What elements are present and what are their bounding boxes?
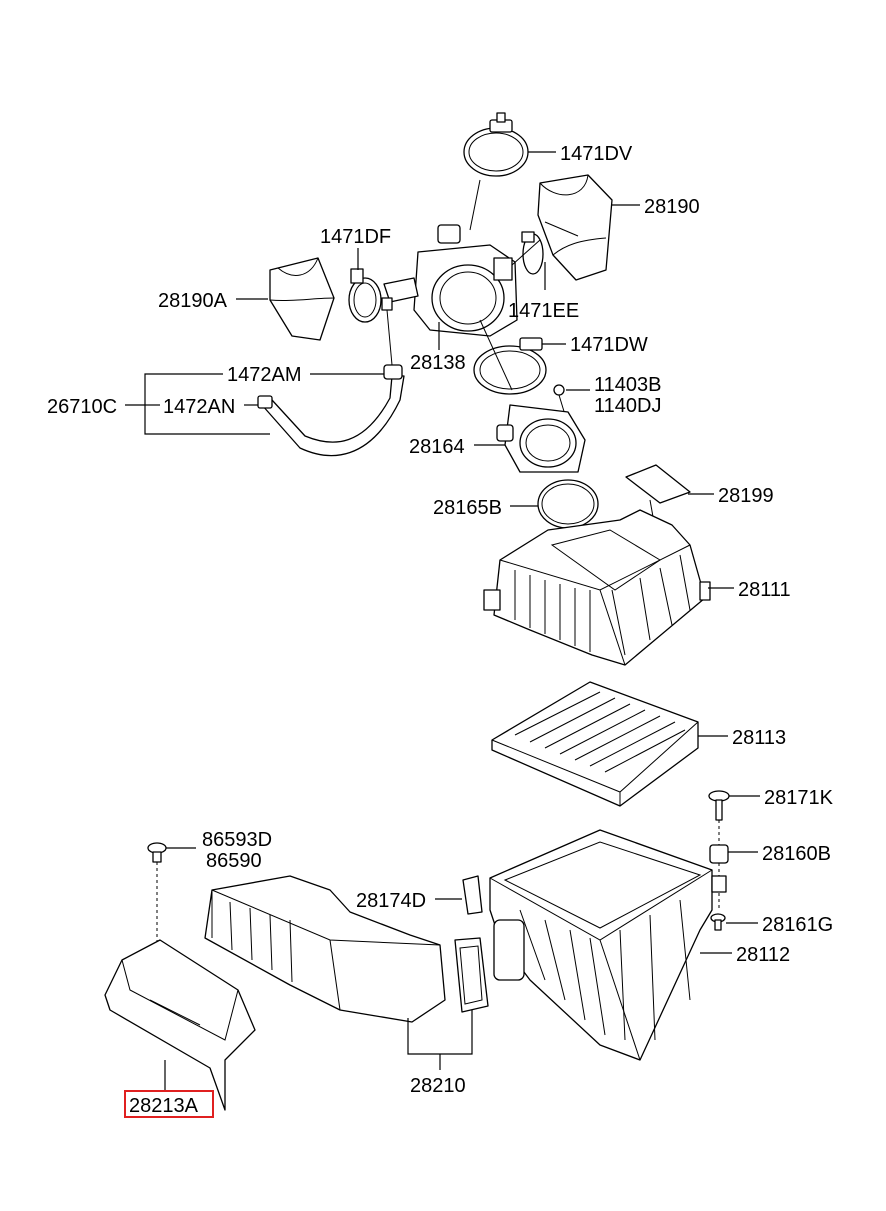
part-duct-28190a[interactable] [269, 257, 335, 341]
label-28210: 28210 [410, 1075, 466, 1097]
part-air-duct-28210[interactable] [204, 875, 446, 1023]
part-clamp-1471ee[interactable] [521, 231, 544, 275]
label-28164: 28164 [409, 436, 465, 458]
part-clamp-1471dw[interactable] [473, 337, 547, 395]
part-filter-28113[interactable] [491, 681, 699, 807]
part-fastener-86593d[interactable] [147, 842, 167, 863]
part-clamp-1471dv[interactable] [463, 112, 529, 177]
label-1472am: 1472AM [227, 364, 302, 386]
label-28190: 28190 [644, 196, 700, 218]
part-upper-cover-28111[interactable] [483, 509, 711, 666]
highlighted-part-28213a[interactable]: 28213A [124, 1090, 214, 1118]
part-throttle-body-28138[interactable] [383, 224, 518, 337]
label-11403b: 11403B [594, 374, 661, 396]
part-bolt-28161g[interactable] [710, 913, 726, 931]
label-28174d: 28174D [356, 890, 426, 912]
label-26710c: 26710C [47, 396, 117, 418]
part-hose-26710c[interactable] [257, 297, 405, 457]
part-grommet-28160b[interactable] [709, 844, 729, 864]
label-28138: 28138 [410, 352, 466, 374]
label-28112: 28112 [736, 944, 790, 966]
label-1471ee: 1471EE [508, 300, 579, 322]
label-1471dv: 1471DV [560, 143, 633, 165]
label-28165b: 28165B [433, 497, 502, 519]
label-86593d: 86593D [202, 829, 272, 851]
label-28111: 28111 [738, 579, 791, 601]
label-1471dw: 1471DW [570, 334, 648, 356]
part-clip-28174d[interactable] [462, 875, 483, 915]
label-28199: 28199 [718, 485, 774, 507]
label-28160b: 28160B [762, 843, 831, 865]
label-28213a: 28213A [129, 1095, 199, 1117]
part-label-28199[interactable] [625, 464, 691, 504]
label-28113: 28113 [732, 727, 786, 749]
part-clamp-1471df[interactable] [348, 268, 382, 323]
label-1472an: 1472AN [163, 396, 235, 418]
label-28190a: 28190A [158, 290, 228, 312]
label-28171k: 28171K [764, 787, 834, 809]
label-28161g: 28161G [762, 914, 833, 936]
part-lower-case-28112[interactable] [489, 829, 727, 1061]
label-86590: 86590 [206, 850, 262, 872]
label-1471df: 1471DF [320, 226, 391, 248]
part-duct-28190[interactable] [537, 174, 613, 281]
part-sensor-28164[interactable] [496, 404, 586, 473]
part-gasket-28165b[interactable] [537, 479, 599, 529]
part-shield-28213a[interactable] [104, 939, 256, 1111]
label-1140dj: 1140DJ [594, 395, 661, 417]
part-bolt-28171k[interactable] [708, 790, 730, 821]
part-seal-28210[interactable] [454, 937, 489, 1013]
